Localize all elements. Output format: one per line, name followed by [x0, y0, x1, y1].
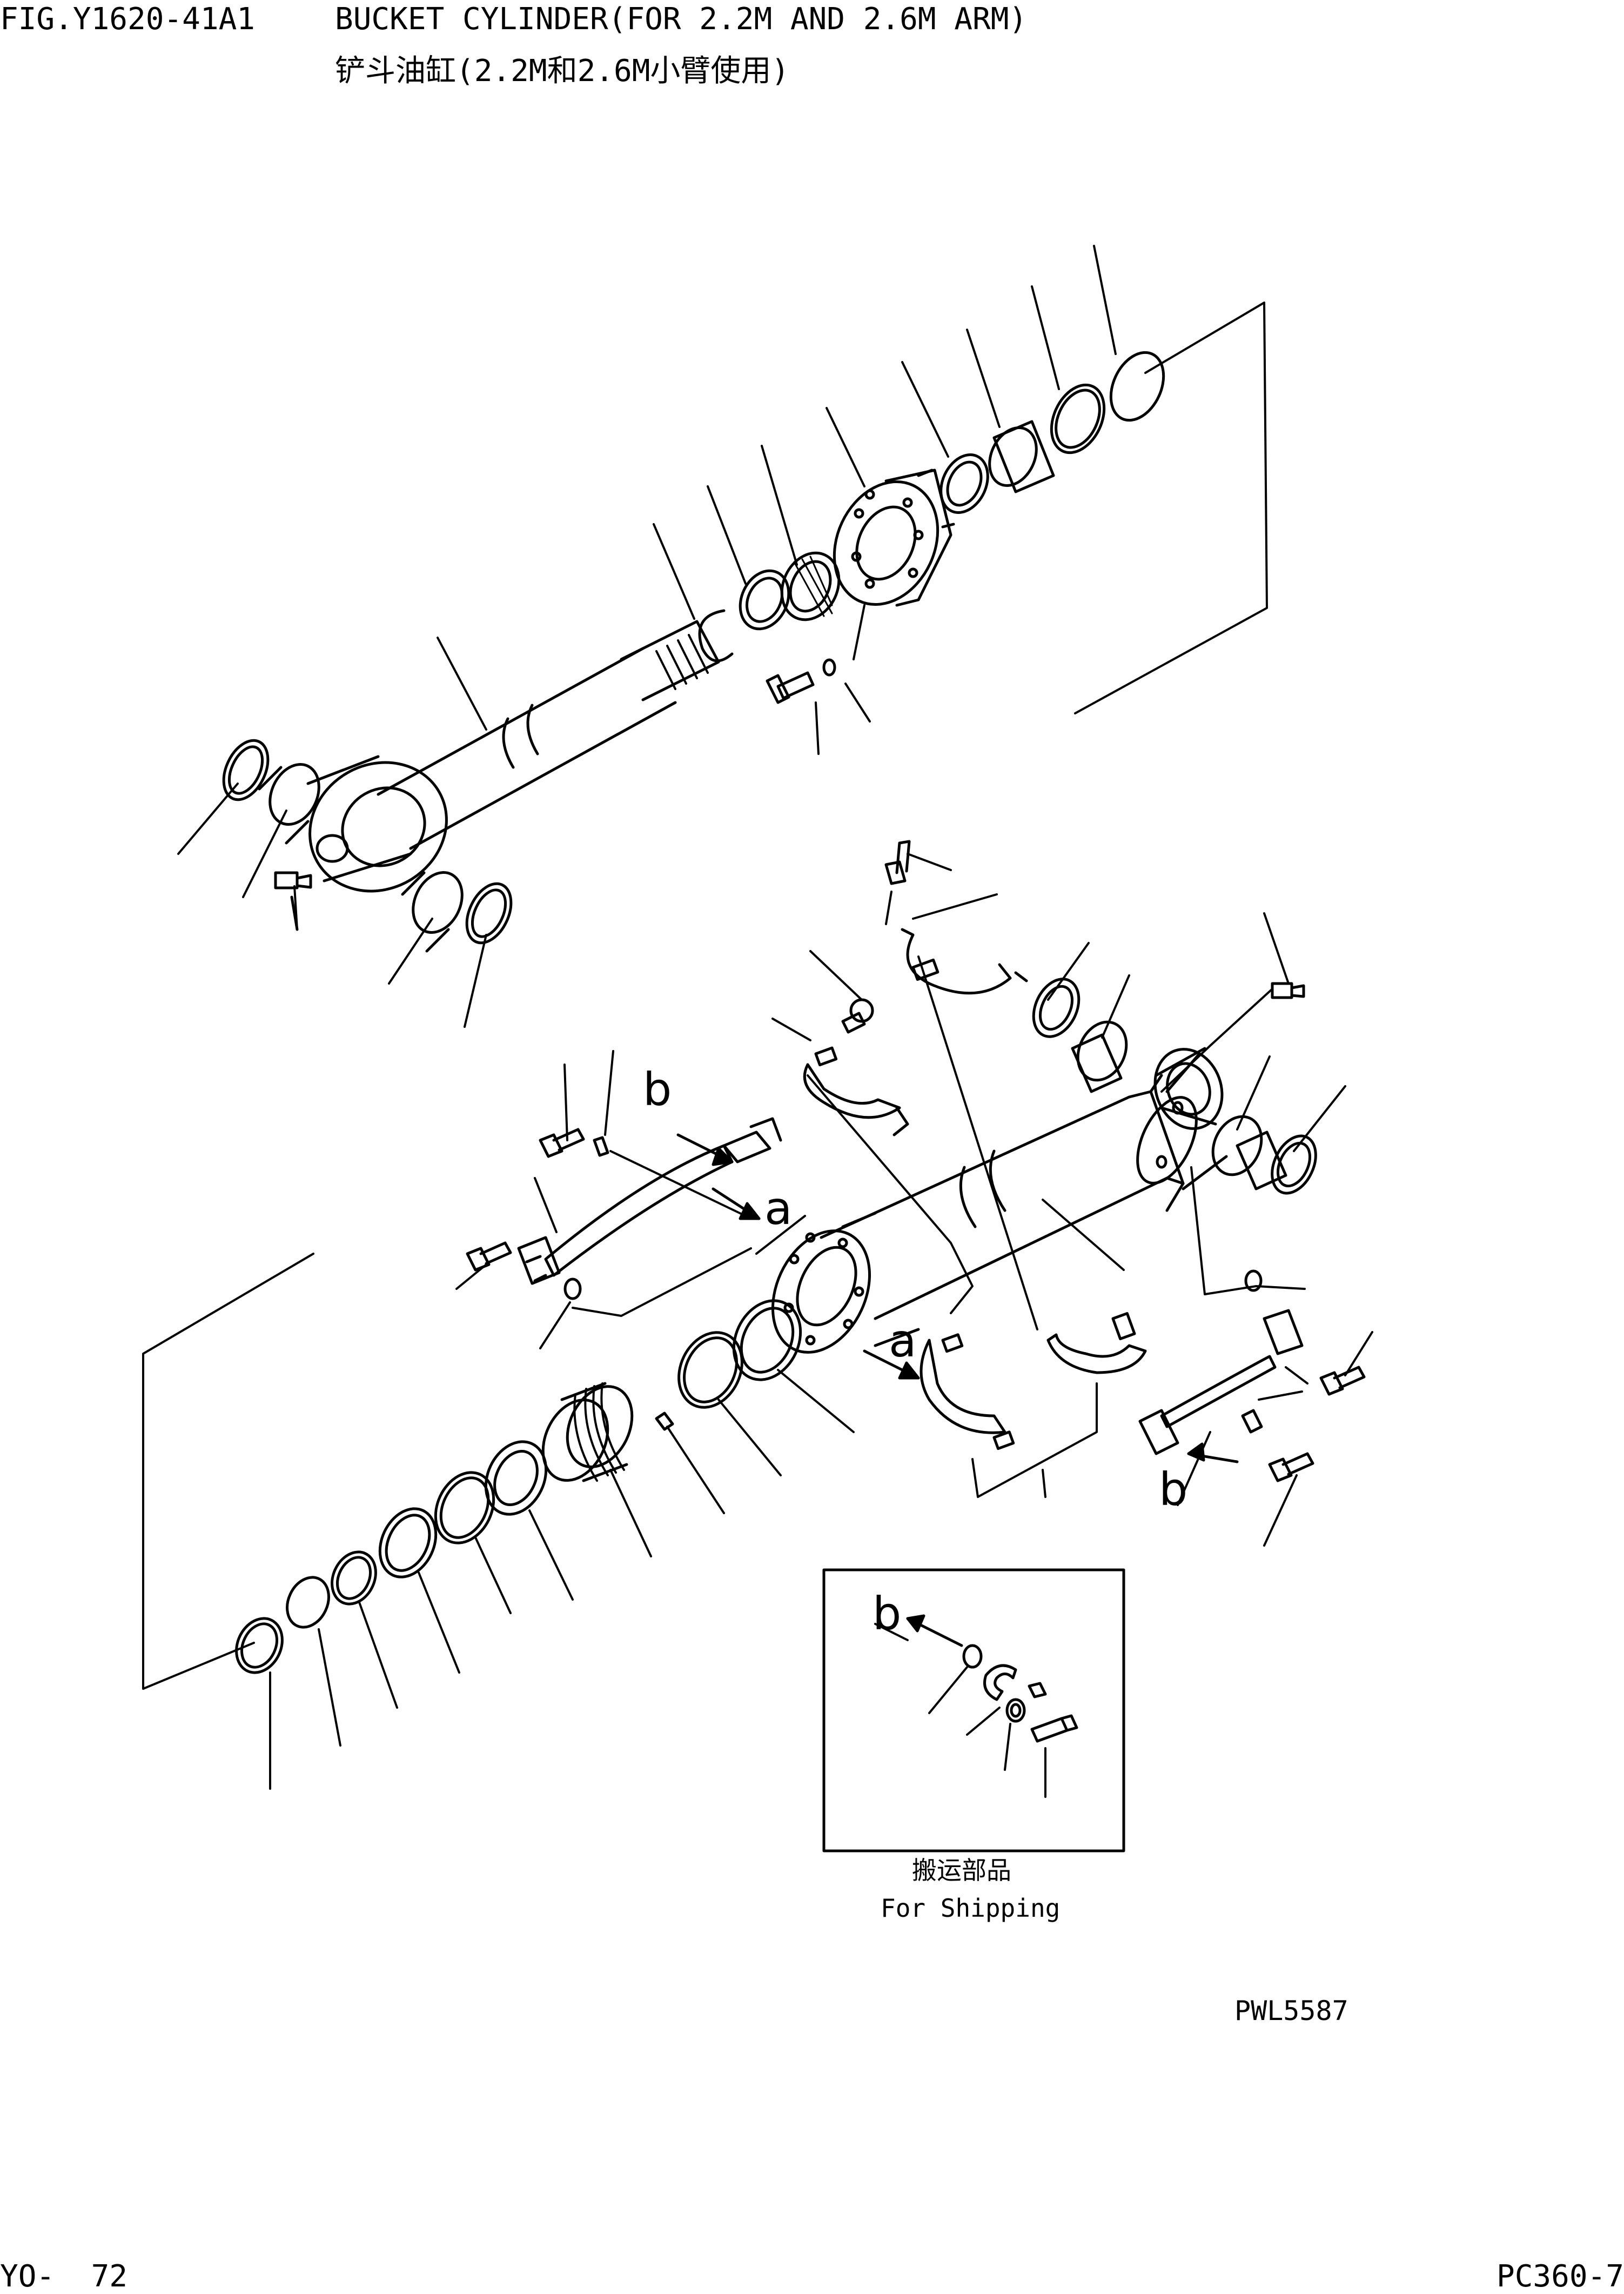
ring-5: [434, 1471, 495, 1544]
grease-fitting-bottom: [1271, 982, 1305, 999]
rod-threaded-end: [620, 620, 720, 701]
set-screw: [655, 1412, 674, 1431]
rod-eye-end: [306, 755, 448, 893]
rod-packing-2: [780, 551, 841, 621]
callout-a-upper: a: [764, 1182, 792, 1235]
hose-clamp-lower-right: [1046, 1333, 1147, 1374]
oring-small-right: [1244, 1269, 1263, 1292]
tube-bottom-eye: [1153, 1047, 1224, 1130]
machine-model: PC360-7: [1496, 2259, 1624, 2294]
callout-a-lower: a: [889, 1314, 916, 1367]
rod-leader-lines: [177, 637, 487, 1028]
hose-left-top-fitting: [722, 1117, 782, 1163]
tube-break-mark: [959, 1149, 1006, 1228]
ring-3: [331, 1550, 377, 1606]
rod-thread-lines: [655, 634, 709, 690]
head-oring: [1109, 351, 1165, 422]
page-number: YO- 72: [0, 2259, 128, 2294]
ring-6: [484, 1440, 548, 1516]
hose-clamp-lower-left: [920, 1339, 1006, 1434]
hose-right-pipe: [1160, 1355, 1277, 1428]
shipping-inset: b: [822, 1568, 1125, 1852]
shipping-label-chinese: 搬运部品: [912, 1856, 1011, 1885]
cylinder-tube: [820, 1095, 1169, 1320]
drawing-code: PWL5587: [1234, 1995, 1348, 2027]
seal-stack-leader-lines: [142, 1253, 855, 1790]
cylinder-tube-assembly: [455, 840, 1373, 1547]
grease-fitting-rod: [274, 871, 312, 931]
piston-ring-a: [677, 1331, 743, 1409]
rod-break-mark: [502, 704, 539, 769]
hose-left-fitting: [517, 1236, 561, 1285]
callout-b-inset: b: [873, 1587, 901, 1640]
hose-clamp-upper: [901, 928, 1028, 995]
head-bolt: [766, 658, 836, 704]
piston-seal-stack: [142, 1253, 855, 1790]
cylinder-head: [833, 469, 955, 607]
tube-leader-lines: [455, 853, 1373, 1547]
bottom-bushing-3: [1211, 1115, 1263, 1176]
figure-number: FIG.Y1620-41A1: [0, 2, 256, 37]
hose-clamp-mid: [803, 1063, 909, 1136]
bottom-seal: [1271, 1134, 1317, 1195]
snap-ring: [698, 609, 734, 663]
head-seal-1: [939, 453, 989, 514]
piston-rod: [377, 647, 677, 850]
title-chinese: 铲斗油缸(2.2M和2.6M小臂使用): [335, 53, 790, 89]
piston-rod-assembly: [177, 245, 1268, 1028]
title-english: BUCKET CYLINDER(FOR 2.2M AND 2.6M ARM): [335, 2, 1028, 37]
callout-b-lower: b: [1159, 1463, 1187, 1516]
ring-2: [286, 1576, 330, 1629]
head-seal-2: [1050, 383, 1106, 454]
oring-small-left: [563, 1278, 582, 1300]
hose-right-fitting: [1263, 1309, 1304, 1355]
callout-arrows: [676, 1133, 1239, 1647]
shipping-label-english: For Shipping: [881, 1894, 1061, 1923]
callout-b-upper: b: [643, 1063, 672, 1116]
ring-4: [378, 1507, 438, 1579]
piston: [541, 1382, 634, 1482]
head-leader-lines: [653, 245, 1268, 755]
piston-ring-b: [732, 1299, 802, 1381]
ring-1: [235, 1617, 284, 1674]
bottom-bushing-1: [1032, 978, 1081, 1038]
head-bushing: [992, 420, 1055, 493]
tube-mouth-flange: [771, 1212, 920, 1354]
